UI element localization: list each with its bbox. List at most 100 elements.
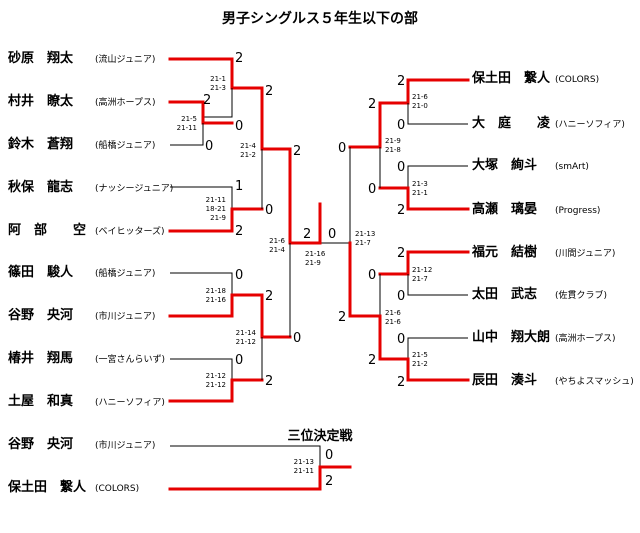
line-tatsuta-win: [378, 357, 470, 382]
third-place-lines: [168, 445, 352, 491]
game-score: 21-6: [269, 237, 285, 245]
left-scores: 2 21-1 21-3 0 2 21-5 21-11 0 1 21-11 18-…: [177, 51, 302, 389]
game-score: 21-9: [385, 137, 401, 145]
game-score: 18-21: [206, 205, 226, 213]
game-score: 21-11: [177, 124, 197, 132]
line-yano-win: [168, 293, 264, 318]
player-name: 鈴木 蒼翔: [8, 136, 73, 152]
player-club: (流山ジュニア): [95, 53, 155, 65]
score: 2: [338, 310, 346, 325]
line-shinoda: [170, 272, 233, 295]
score: 2: [203, 93, 211, 108]
game-score: 21-0: [412, 102, 428, 110]
game-score: 21-16: [305, 250, 326, 258]
player-tsuchiya: 土屋 和真 (ハニーソフィア): [8, 393, 165, 409]
line-otsuka: [407, 165, 468, 188]
line-ota: [407, 274, 468, 296]
player-name: 高瀬 璃晏: [472, 201, 537, 217]
score: 0: [205, 139, 213, 154]
player-yamanaka: 山中 翔大朗 (高洲ホープス): [472, 329, 615, 345]
score: 0: [235, 119, 243, 134]
game-score: 21-11: [294, 467, 314, 475]
line-takase-win: [378, 186, 470, 211]
game-score: 21-6: [385, 318, 401, 326]
game-score: 21-12: [236, 338, 256, 346]
game-score: 21-9: [210, 214, 226, 222]
player-club: (船橋ジュニア): [95, 139, 155, 151]
left-bracket-lines: [168, 57, 322, 403]
player-aiho: 秋保 龍志 (ナッシージュニア): [8, 179, 173, 195]
line-third-win: [168, 465, 352, 491]
third-player-hodota: 保土田 繋人 (COLORS): [7, 479, 139, 495]
player-name: 大 庭 凌: [472, 115, 551, 131]
score: 2: [265, 289, 273, 304]
game-score: 21-5: [181, 115, 197, 123]
score: 0: [368, 182, 376, 197]
line-fukumoto-win: [378, 250, 470, 276]
player-club: (一宮さんらいず): [95, 353, 165, 365]
player-name: 谷野 央河: [8, 307, 73, 323]
game-score: 21-12: [412, 266, 432, 274]
player-club: (smArt): [555, 162, 589, 172]
score: 2: [368, 353, 376, 368]
player-name: 篠田 駿人: [8, 264, 74, 280]
game-score: 21-2: [412, 360, 428, 368]
left-player-list: 砂原 翔太 (流山ジュニア) 村井 瞭太 (高洲ホープス) 鈴木 蒼翔 (船橋ジ…: [7, 50, 173, 409]
game-score: 21-13: [294, 458, 314, 466]
game-score: 21-8: [385, 146, 401, 154]
final-match: 2 0 21-16 21-9: [303, 227, 336, 267]
player-name: 土屋 和真: [8, 393, 73, 409]
player-tatsuta: 辰田 湊斗 (やちよスマッシュ): [472, 372, 634, 388]
player-club: (ナッシージュニア): [95, 183, 173, 194]
game-score: 21-2: [240, 151, 256, 159]
player-club: (市川ジュニア): [95, 439, 155, 451]
game-score: 21-5: [412, 351, 428, 359]
score: 2: [265, 374, 273, 389]
line-murai-win: [168, 100, 234, 125]
player-club: (高洲ホープス): [95, 96, 155, 108]
player-takase: 高瀬 璃晏 (Progress): [472, 201, 600, 217]
line-abe-win: [168, 207, 264, 233]
player-club: (ハニーソフィア): [95, 398, 165, 408]
game-score: 21-16: [206, 296, 227, 304]
player-name: 辰田 湊斗: [472, 372, 537, 388]
player-name: 秋保 龍志: [8, 179, 73, 195]
player-name: 保土田 繋人: [7, 479, 87, 495]
third-place-match: 三位決定戦 0 21-13 21-11 2: [287, 428, 353, 489]
player-club: (Progress): [555, 206, 600, 216]
score: 2: [325, 474, 333, 489]
game-score: 21-14: [236, 329, 257, 337]
game-score: 21-12: [206, 381, 226, 389]
player-murai: 村井 瞭太 (高洲ホープス): [8, 93, 155, 109]
player-abe: 阿 部 空 (ベイヒッターズ): [8, 222, 165, 238]
right-bracket-lines: [320, 78, 470, 382]
player-name: 椿井 翔馬: [8, 350, 73, 366]
player-club: (市川ジュニア): [95, 310, 155, 322]
line-r2b-right-win: [348, 314, 382, 361]
player-fukumoto: 福元 結樹 (川間ジュニア): [471, 244, 615, 260]
player-shinoda: 篠田 駿人 (船橋ジュニア): [8, 264, 155, 280]
player-name: 村井 瞭太: [8, 93, 74, 109]
player-club: (佐貫クラブ): [555, 289, 607, 301]
player-suzuki: 鈴木 蒼翔 (船橋ジュニア): [8, 136, 155, 152]
score: 0: [397, 118, 405, 133]
player-club: (COLORS): [95, 484, 139, 494]
game-score: 21-1: [210, 75, 226, 83]
score: 2: [265, 84, 273, 99]
score: 0: [338, 141, 346, 156]
score: 0: [368, 268, 376, 283]
score: 2: [397, 375, 405, 390]
player-otsuka: 大塚 絢斗 (smArt): [472, 157, 589, 173]
score: 0: [397, 289, 405, 304]
score: 2: [397, 203, 405, 218]
score: 2: [235, 51, 243, 66]
player-name: 谷野 央河: [8, 436, 73, 452]
final-score-right: 0: [328, 227, 336, 242]
line-aiho: [170, 186, 233, 209]
player-tsubai: 椿井 翔馬 (一宮さんらいず): [8, 350, 165, 366]
game-score: 21-4: [269, 246, 285, 254]
score: 0: [325, 448, 333, 463]
game-score: 21-9: [305, 259, 321, 267]
game-score: 21-4: [240, 142, 256, 150]
player-oba: 大 庭 凌 (ハニーソフィア): [472, 115, 625, 131]
